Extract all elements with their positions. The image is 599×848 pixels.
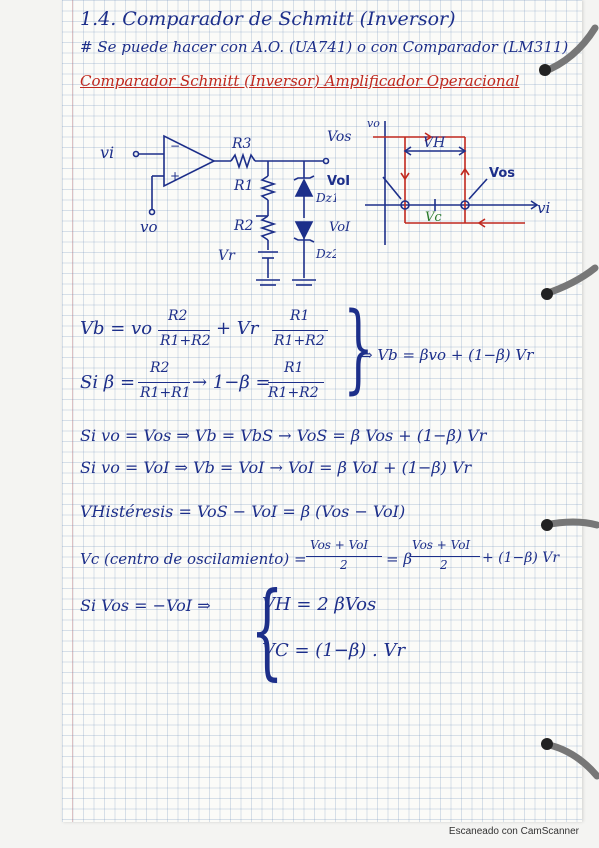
eq-line6-frac1-bar xyxy=(306,556,382,557)
eq2-frac-num: R2 xyxy=(150,360,170,376)
eq-line3: Si vo = Vos ⇒ Vb = VbS → VoS = β Vos + (… xyxy=(80,426,487,445)
vr-label: Vr xyxy=(218,248,236,264)
vos-left-label: Vos xyxy=(327,129,351,145)
r3-label: R3 xyxy=(231,136,252,152)
line7-brace: { xyxy=(250,569,284,691)
eq1-frac1-bar xyxy=(158,330,210,331)
eq-line6-frac2-den: 2 xyxy=(440,558,448,572)
result-equation: ⇒ Vb = βvo + (1−β) Vr xyxy=(360,346,534,364)
scanner-footer: Escaneado con CamScanner xyxy=(448,826,579,837)
eq-line6-frac2-num: Vos + VoI xyxy=(412,538,471,552)
eq2-lhs: Si β = xyxy=(80,372,136,393)
eq1-frac2-bar xyxy=(272,330,328,331)
vi-axis-label: vi xyxy=(537,199,550,217)
r2-label: R2 xyxy=(233,218,254,234)
dz1-label: Dz1 xyxy=(315,191,336,205)
voi-left-label: VoI xyxy=(327,174,350,189)
page-title: 1.4. Comparador de Schmitt (Inversor) xyxy=(80,8,456,30)
eq-line6-eq: = β xyxy=(386,550,413,568)
eq1-frac1-den: R1+R2 xyxy=(160,333,211,349)
eq-line5: VHistéresis = VoS − VoI = β (Vos − VoI) xyxy=(80,502,406,521)
eq2-frac-den: R1+R1 xyxy=(140,385,191,401)
eq2-frac2-bar xyxy=(268,382,324,383)
binder-ring-icon xyxy=(539,24,599,76)
eq2-mid: → 1−β = xyxy=(192,372,271,393)
eq2-frac-bar xyxy=(138,382,190,383)
eq-line4: Si vo = VoI ⇒ Vb = VoI → VoI = β VoI + (… xyxy=(80,458,472,477)
eq2-frac2-num: R1 xyxy=(284,360,304,376)
eq-line6-frac2-bar xyxy=(410,556,480,557)
eq1-mid: + Vr xyxy=(216,318,259,339)
binder-ring-icon xyxy=(541,264,599,300)
vo-axis-label: vo xyxy=(367,117,380,130)
dz2-label: Dz2 xyxy=(315,247,336,261)
vh-label: VH xyxy=(423,135,446,151)
eq1-frac2-num: R1 xyxy=(290,308,310,324)
eq-line6-frac1-den: 2 xyxy=(340,558,348,572)
eq1-frac1-num: R2 xyxy=(168,308,188,324)
subtitle-note: # Se puede hacer con A.O. (UA741) o con … xyxy=(80,38,569,56)
eq-line6-tail: + (1−β) Vr xyxy=(482,550,560,566)
eq-line6-lhs: Vc (centro de oscilamiento) = xyxy=(80,550,307,568)
hysteresis-graph: vo vi Vos VoI VoI Vos VH Vc xyxy=(327,117,550,245)
vo-input-label: vo xyxy=(140,218,158,236)
vi-label: vi xyxy=(100,143,114,162)
vc-label: Vc xyxy=(425,210,442,225)
eq1-lhs: Vb = vo xyxy=(80,318,153,339)
plus-sign: + xyxy=(170,169,180,183)
eq-line7-b: VC = (1−β) . Vr xyxy=(262,640,406,661)
eq-line7-a: VH = 2 βVos xyxy=(262,594,377,615)
voi-bottom-label: VoI xyxy=(329,220,351,235)
r1-label: R1 xyxy=(233,178,253,194)
eq-line6-frac1-num: Vos + VoI xyxy=(310,538,369,552)
red-heading: Comparador Schmitt (Inversor) Amplificad… xyxy=(80,72,520,90)
margin-line xyxy=(72,0,73,822)
eq2-frac2-den: R1+R2 xyxy=(268,385,319,401)
result-brace: } xyxy=(343,292,374,404)
schmitt-circuit-diagram: vi vo + − R3 R1 R2 Vr Dz1 Dz2 xyxy=(100,134,336,286)
minus-sign: − xyxy=(170,139,180,153)
eq1-frac2-den: R1+R2 xyxy=(274,333,325,349)
grid-paper xyxy=(62,0,582,822)
vos-right-label: Vos xyxy=(489,166,515,181)
binder-ring-icon xyxy=(541,518,599,531)
eq-line7-lhs: Si Vos = −VoI ⇒ xyxy=(80,596,211,615)
binder-ring-icon xyxy=(541,738,599,780)
